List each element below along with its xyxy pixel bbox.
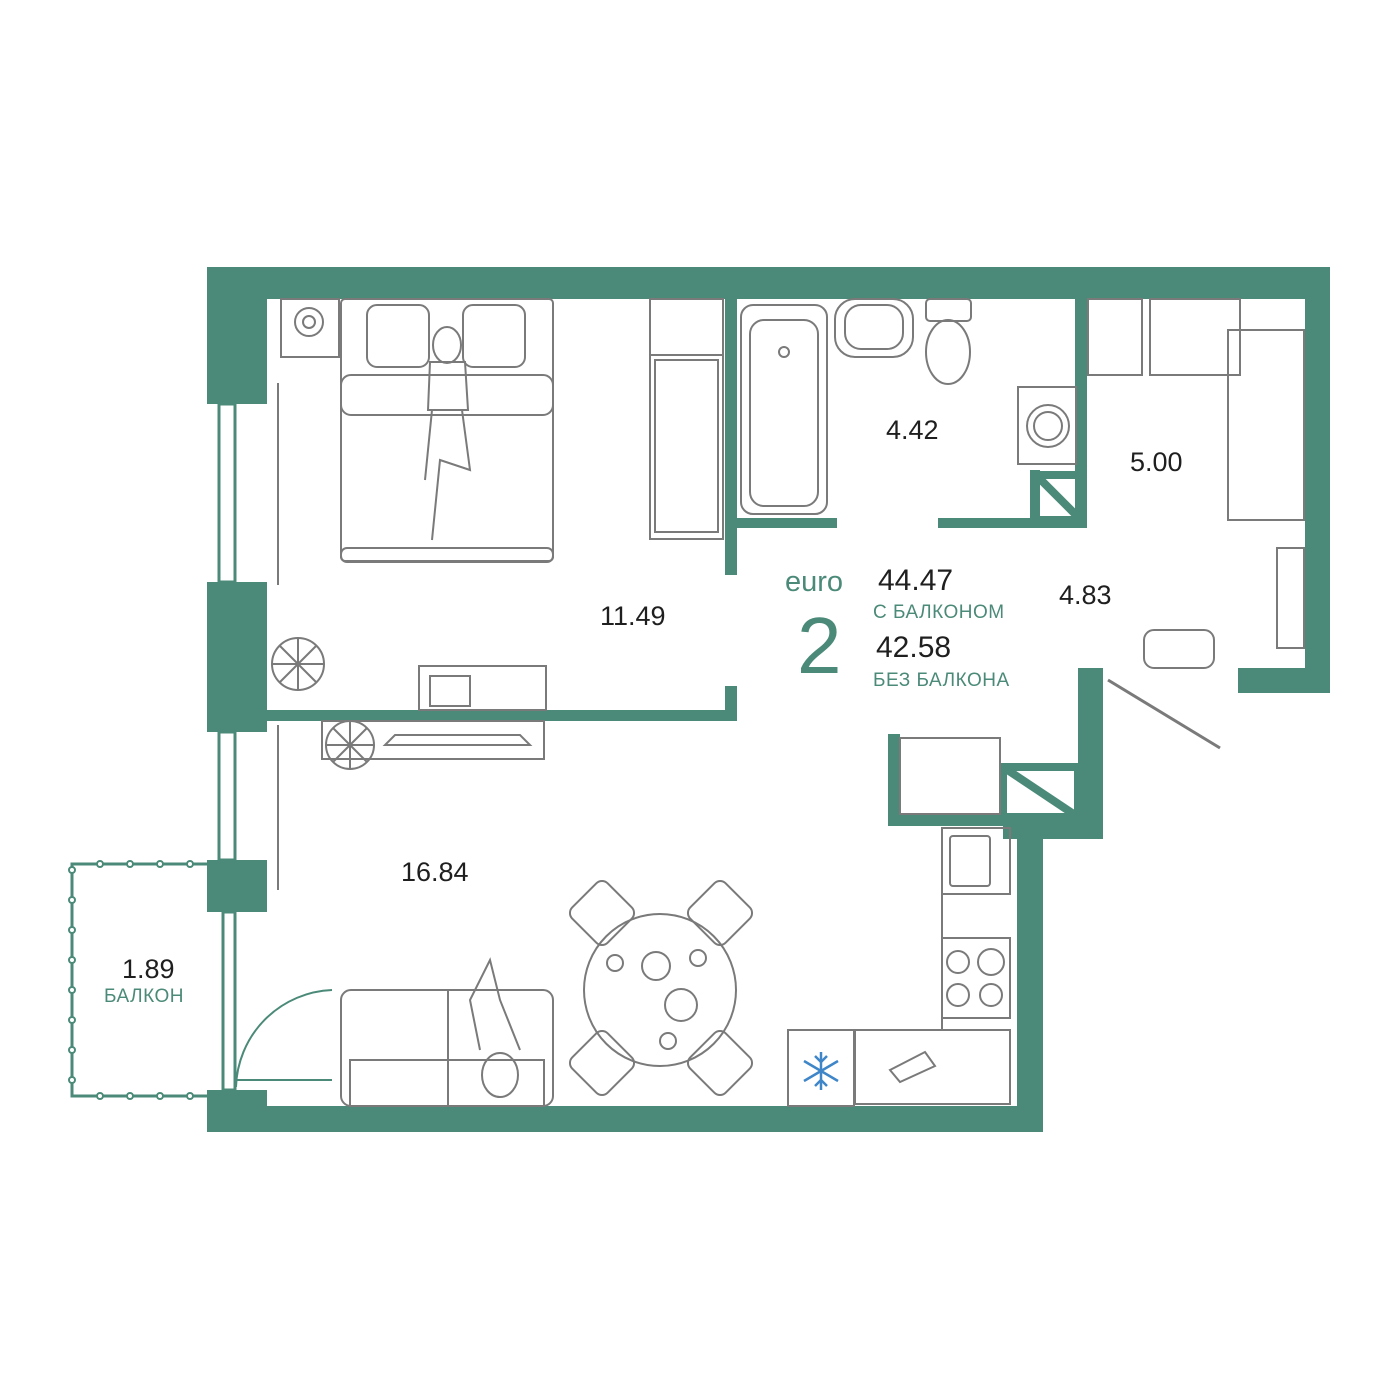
storage-unit	[1087, 298, 1143, 376]
shaft-ducts	[999, 471, 1085, 821]
balcony-outline	[70, 862, 333, 1098]
balcony-label: БАЛКОН	[104, 986, 184, 1007]
without-balcony-label: БЕЗ БАЛКОНА	[873, 670, 1010, 691]
toilet	[925, 298, 972, 322]
room-area-balcony: 1.89	[122, 954, 175, 984]
shoe-rack	[1276, 547, 1305, 649]
fridge	[787, 1029, 855, 1107]
hall-bench	[1143, 629, 1215, 669]
hall-wardrobe	[899, 737, 1001, 815]
apartment-type-prefix: euro	[785, 566, 844, 598]
kitchen-sink	[941, 827, 1011, 895]
bed	[340, 298, 554, 562]
bath-sink	[834, 298, 914, 358]
cooktop	[941, 937, 1011, 1019]
room-area-bedroom: 11.49	[600, 601, 666, 631]
snowflake-icon	[803, 1052, 839, 1090]
balcony-rail-dots	[68, 860, 194, 1100]
tv-stand-living	[321, 720, 545, 760]
washing-machine-icon	[1017, 386, 1077, 465]
room-area-living-kitchen: 16.84	[401, 857, 469, 887]
nightstand	[280, 298, 340, 358]
tv-stand-bedroom	[418, 665, 547, 711]
dining-table	[583, 913, 737, 1067]
rooms-count: 2	[797, 601, 842, 690]
windows	[217, 402, 237, 1092]
walls	[207, 267, 1330, 1132]
furniture	[271, 298, 1305, 1107]
room-area-wardrobe: 5.00	[1130, 447, 1183, 477]
with-balcony-label: С БАЛКОНОМ	[873, 602, 1005, 623]
room-area-bathroom: 4.42	[886, 415, 939, 445]
bathtub	[740, 304, 828, 515]
total-area-without-balcony: 42.58	[876, 631, 952, 664]
room-area-hallway: 4.83	[1059, 580, 1112, 610]
wardrobe-bedroom	[649, 298, 724, 540]
total-area-with-balcony: 44.47	[878, 564, 954, 597]
